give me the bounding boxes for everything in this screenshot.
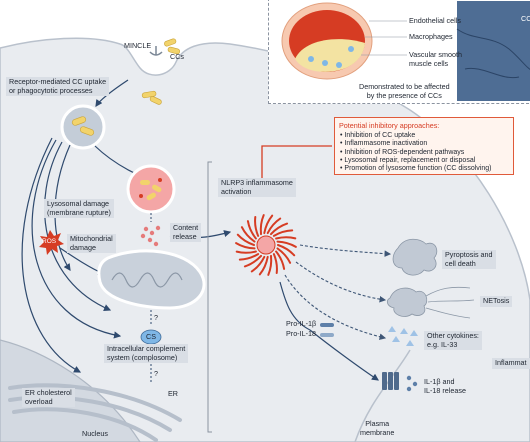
inhibitory-item: Inflammasome inactivation [340, 140, 513, 148]
inflammasome-spike [235, 250, 257, 254]
inflammasome-spike [272, 253, 278, 274]
cs-label: CS [146, 332, 156, 341]
mito-damage-label: Mitochondrial damage [67, 234, 116, 254]
pyroptotic-cell [392, 238, 438, 276]
uptake-label: Receptor-mediated CC uptake or phagocyto… [6, 77, 110, 97]
pro-il18-label: Pro-IL-18 [286, 329, 316, 338]
inflammasome-spike [238, 253, 260, 261]
cholesterol-crystals [141, 38, 181, 105]
cytokine-particles [388, 326, 418, 346]
phagosome [60, 104, 106, 150]
inflammasome-spike [254, 216, 260, 237]
vessel-inset-art [281, 1, 530, 101]
inhibitory-item: Promotion of lysosome function (CC disso… [340, 165, 513, 173]
inflammasome-spike [276, 240, 297, 248]
pro-il18-pill [320, 333, 334, 337]
pro-il1b-label: Pro-IL-1β [286, 319, 317, 328]
inflammasome-spike [275, 250, 286, 270]
cc-label: CC [521, 14, 530, 23]
mincle-receptor [149, 46, 163, 56]
inflammasome-spike [275, 236, 297, 240]
inflammasome-spike [235, 242, 256, 250]
inflammation-label: Inflammat [492, 358, 530, 369]
inflammasome-spike [266, 217, 282, 235]
mincle-label: MINCLE [124, 41, 152, 50]
pro-il-arrow [279, 281, 379, 381]
nlrp3-inflammasome [235, 214, 297, 276]
released-cytokines [406, 375, 418, 392]
pyroptosis-label: Pyroptosis and cell death [442, 250, 496, 270]
gasdermin-pore [382, 372, 399, 390]
question-mark-2: ? [154, 369, 158, 378]
lysosomal-damage-label: Lysosomal damage (membrane rupture) [44, 199, 114, 219]
inhibitory-title: Potential inhibitory approaches: [339, 121, 440, 130]
inflammasome-spike [267, 254, 273, 276]
inflammasome-spike [250, 255, 266, 273]
complement-label: Intracellular complement system (complos… [104, 344, 189, 364]
er-label: ER [168, 389, 178, 398]
content-release-label: Content release [170, 223, 202, 243]
nlrp3-label: NLRP3 inflammasome activation [218, 178, 296, 198]
inhibitory-item: Lysosomal repair, replacement or disposa… [340, 157, 513, 165]
vsmc-label: Vascular smooth muscle cells [409, 50, 462, 68]
inhibitory-item: Inhibition of ROS-dependent pathways [340, 149, 513, 157]
macrophages-label: Macrophages [409, 32, 453, 41]
netosis-cell [386, 286, 475, 319]
inflammasome-spike [277, 244, 296, 257]
inhibitory-approaches-box: Potential inhibitory approaches: Inhibit… [334, 117, 514, 175]
inflammasome-spike [272, 229, 294, 237]
inflammasome-spike [259, 214, 265, 236]
netosis-label: NETosis [480, 296, 513, 307]
inflammasome-spike [240, 226, 256, 243]
nucleus-label: Nucleus [82, 429, 108, 438]
ros-burst [39, 230, 64, 255]
il-release-label: IL-1β and IL-18 release [424, 377, 466, 395]
demonstrated-label: Demonstrated to be affected by the prese… [359, 82, 450, 100]
vessel-inset: Endothelial cells Macrophages Vascular s… [268, 0, 530, 104]
inflammasome-spike [236, 233, 255, 246]
inflammasome-spike [263, 214, 274, 235]
bracket-line [207, 161, 212, 433]
ros-label: ROS [42, 238, 57, 245]
er-overload-label: ER cholesterol overload [22, 388, 75, 408]
plasma-membrane-label: Plasma membrane [360, 419, 395, 437]
ccs-label: CCs [170, 52, 184, 61]
plasma-membrane [354, 349, 411, 442]
pro-il1b-pill [320, 323, 334, 327]
inhibitory-list: Inhibition of CC uptake Inflammasome ina… [335, 132, 513, 173]
inflammasome-spike [258, 255, 269, 276]
other-cytokines-label: Other cytokines: e.g. IL-33 [424, 331, 482, 351]
inflammasome-spike [246, 220, 257, 240]
lysosome [126, 164, 176, 214]
endothelial-label: Endothelial cells [409, 16, 461, 25]
inflammasome-spike [276, 247, 292, 264]
inhibitory-item: Inhibition of CC uptake [340, 132, 513, 140]
downstream-arrows [284, 244, 392, 340]
question-mark-1: ? [154, 313, 158, 322]
lysosome-content [140, 225, 161, 247]
inflammasome-spike [270, 222, 289, 236]
mitochondrion [97, 249, 206, 310]
inflammasome-spike [243, 254, 262, 268]
